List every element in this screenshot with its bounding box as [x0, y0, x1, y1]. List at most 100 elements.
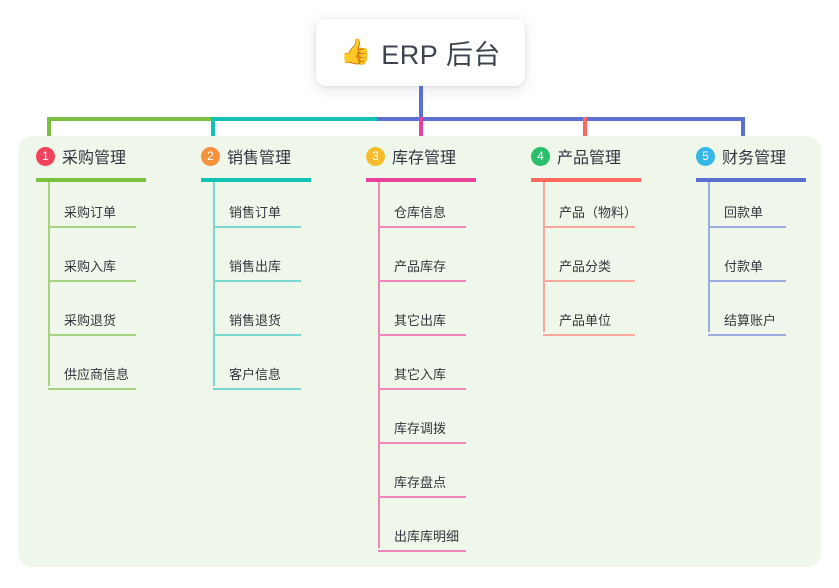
leaf-node[interactable]: 其它出库	[378, 310, 466, 336]
branch-column-1: 1 采购管理采购订单采购入库采购退货供应商信息	[36, 144, 146, 390]
leaf-node-underline	[708, 280, 786, 282]
branch-column-5: 5 财务管理回款单付款单结算账户	[696, 144, 806, 336]
branch-title: 销售管理	[227, 150, 292, 167]
leaf-node-label: 回款单	[724, 205, 764, 220]
branch-stub-5	[741, 117, 745, 139]
leaf-node-underline	[378, 442, 466, 444]
leaf-node-label: 采购入库	[64, 259, 117, 274]
branch-title: 产品管理	[557, 150, 622, 167]
branch-number-badge: 4	[531, 146, 550, 166]
leaf-node-underline	[378, 496, 466, 498]
leaf-node[interactable]: 出库库明细	[378, 526, 466, 552]
leaf-node[interactable]: 其它入库	[378, 364, 466, 390]
branch-header-2[interactable]: 2 销售管理	[201, 144, 291, 168]
leaf-node[interactable]: 库存调拨	[378, 418, 466, 444]
root-node-card[interactable]: 👍 ERP 后台	[316, 19, 525, 86]
leaf-node-underline	[543, 334, 635, 336]
leaf-node-label: 仓库信息	[394, 205, 447, 220]
branch-spine	[543, 182, 545, 332]
trunk-connector	[419, 86, 423, 119]
leaf-node-underline	[213, 388, 301, 390]
leaf-node-underline	[213, 226, 301, 228]
branch-header-1[interactable]: 1 采购管理	[36, 144, 126, 168]
leaf-node-underline	[48, 388, 136, 390]
leaf-node[interactable]: 销售出库	[213, 256, 301, 282]
branch-spine	[213, 182, 215, 386]
leaf-node-label: 产品（物料）	[559, 205, 638, 220]
branch-number-badge: 1	[36, 146, 55, 166]
branch-column-4: 4 产品管理产品（物料） 产品分类产品单位	[531, 144, 641, 336]
leaf-node-label: 其它入库	[394, 367, 447, 382]
leaf-node[interactable]: 产品（物料）	[543, 202, 637, 228]
branch-spine	[48, 182, 50, 386]
leaf-node-underline	[378, 334, 466, 336]
leaf-node-underline	[48, 280, 136, 282]
bus-segment-1	[47, 117, 213, 121]
branch-number-badge: 5	[696, 146, 715, 166]
branch-header-3[interactable]: 3 库存管理	[366, 144, 456, 168]
branch-stub-1	[47, 117, 51, 139]
leaf-node-underline	[378, 550, 466, 552]
leaf-node-label: 结算账户	[724, 313, 777, 328]
branch-number-badge: 2	[201, 146, 220, 166]
leaf-node-label: 销售出库	[229, 259, 282, 274]
leaf-node-underline	[378, 226, 466, 228]
branch-underline	[696, 178, 806, 182]
leaf-node-label: 其它出库	[394, 313, 447, 328]
leaf-node[interactable]: 销售订单	[213, 202, 301, 228]
branch-underline	[201, 178, 311, 182]
leaf-node[interactable]: 采购订单	[48, 202, 136, 228]
leaf-node-underline	[708, 334, 786, 336]
leaf-node-underline	[48, 334, 136, 336]
leaf-node-label: 库存调拨	[394, 421, 447, 436]
leaf-node[interactable]: 仓库信息	[378, 202, 466, 228]
bus-segment-2	[211, 117, 379, 121]
leaf-node-underline	[543, 226, 635, 228]
leaf-node[interactable]: 采购退货	[48, 310, 136, 336]
thumbs-up-icon: 👍	[340, 38, 372, 66]
branch-column-3: 3 库存管理仓库信息产品库存其它出库其它入库库存调拨库存盘点出库库明细	[366, 144, 476, 552]
branch-number-badge: 3	[366, 146, 385, 166]
leaf-node-label: 销售订单	[229, 205, 282, 220]
leaf-node-underline	[213, 334, 301, 336]
leaf-node[interactable]: 供应商信息	[48, 364, 136, 390]
branch-spine	[708, 182, 710, 332]
leaf-node-underline	[213, 280, 301, 282]
branch-title: 库存管理	[392, 150, 457, 167]
branch-title: 财务管理	[722, 150, 787, 167]
leaf-node[interactable]: 采购入库	[48, 256, 136, 282]
branch-title: 采购管理	[62, 150, 127, 167]
leaf-node-underline	[378, 280, 466, 282]
branch-stub-4	[583, 117, 587, 139]
leaf-node[interactable]: 产品分类	[543, 256, 635, 282]
leaf-node[interactable]: 产品单位	[543, 310, 635, 336]
branch-underline	[531, 178, 641, 182]
leaf-node-label: 产品分类	[559, 259, 612, 274]
leaf-node-label: 产品单位	[559, 313, 612, 328]
leaf-node-underline	[378, 388, 466, 390]
leaf-node[interactable]: 回款单	[708, 202, 786, 228]
branch-header-5[interactable]: 5 财务管理	[696, 144, 786, 168]
branch-spine	[378, 182, 380, 548]
leaf-node[interactable]: 客户信息	[213, 364, 301, 390]
leaf-node-underline	[708, 226, 786, 228]
leaf-node[interactable]: 付款单	[708, 256, 786, 282]
branch-underline	[366, 178, 476, 182]
branch-underline	[36, 178, 146, 182]
leaf-node-label: 客户信息	[229, 367, 282, 382]
leaf-node-label: 产品库存	[394, 259, 447, 274]
root-node-title: ERP 后台	[381, 40, 501, 70]
leaf-node-label: 供应商信息	[64, 367, 130, 382]
leaf-node[interactable]: 库存盘点	[378, 472, 466, 498]
leaf-node-label: 出库库明细	[394, 529, 460, 544]
branch-header-4[interactable]: 4 产品管理	[531, 144, 621, 168]
leaf-node-underline	[543, 280, 635, 282]
leaf-node[interactable]: 销售退货	[213, 310, 301, 336]
leaf-node-label: 库存盘点	[394, 475, 447, 490]
leaf-node[interactable]: 结算账户	[708, 310, 786, 336]
leaf-node-label: 销售退货	[229, 313, 282, 328]
leaf-node-label: 采购订单	[64, 205, 117, 220]
branch-stub-3	[419, 117, 423, 139]
leaf-node[interactable]: 产品库存	[378, 256, 466, 282]
